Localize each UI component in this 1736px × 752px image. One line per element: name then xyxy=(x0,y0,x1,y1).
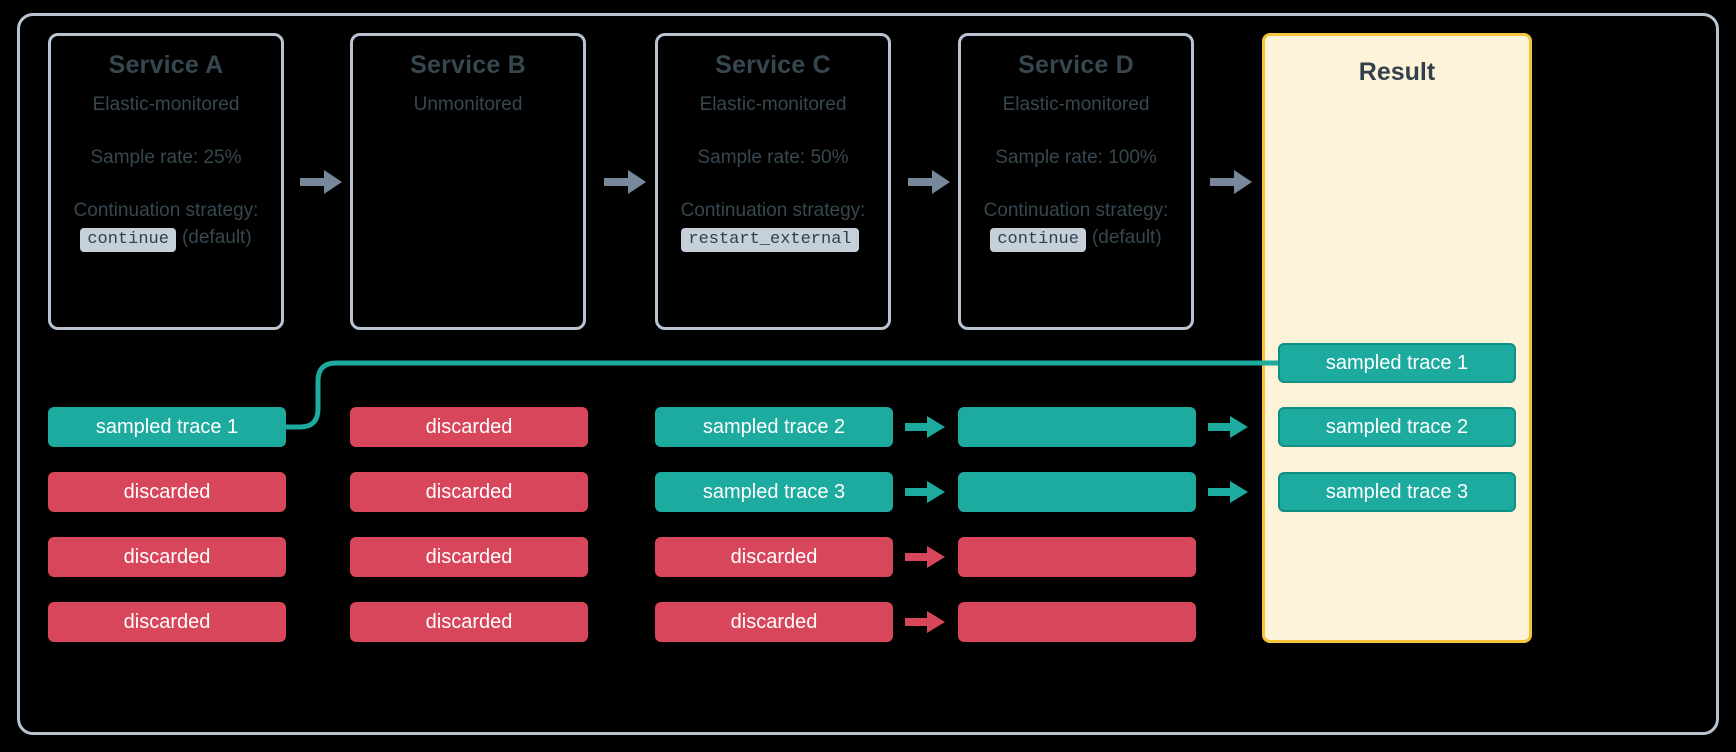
service-d-continuation-note: (default) xyxy=(1091,226,1162,248)
service-box-b: Service B Unmonitored xyxy=(350,33,586,330)
service-box-a: Service A Elastic-monitored Sample rate:… xyxy=(48,33,284,330)
service-c-continuation-badge: restart_external xyxy=(681,227,859,252)
result-box xyxy=(1262,33,1532,643)
service-c-monitoring: Elastic-monitored xyxy=(699,94,847,116)
trace-pill-b-3: discarded xyxy=(350,537,588,577)
service-d-continuation-value-row: continue(default) xyxy=(961,226,1191,252)
service-b-title: Service B xyxy=(410,51,526,79)
service-a-sample-rate: Sample rate: 25% xyxy=(90,147,242,169)
result-trace-2: sampled trace 2 xyxy=(1278,407,1516,447)
service-d-sample-rate: Sample rate: 100% xyxy=(995,147,1157,169)
service-a-title: Service A xyxy=(108,51,224,79)
service-c-continuation-label: Continuation strategy: xyxy=(680,199,866,221)
result-trace-1: sampled trace 1 xyxy=(1278,343,1516,383)
service-box-d: Service D Elastic-monitored Sample rate:… xyxy=(958,33,1194,330)
service-a-continuation-label: Continuation strategy: xyxy=(73,199,259,221)
trace-pill-d-4 xyxy=(958,602,1196,642)
trace-pill-b-2: discarded xyxy=(350,472,588,512)
service-c-continuation-value-row: restart_external xyxy=(658,226,888,252)
service-box-c: Service C Elastic-monitored Sample rate:… xyxy=(655,33,891,330)
result-trace-3: sampled trace 3 xyxy=(1278,472,1516,512)
trace-pill-a-3: discarded xyxy=(48,537,286,577)
flow-arrow-d-to-result-icon xyxy=(1210,170,1252,194)
service-d-title: Service D xyxy=(1018,51,1134,79)
service-d-continuation-badge: continue xyxy=(990,227,1086,252)
service-a-monitoring: Elastic-monitored xyxy=(92,94,240,116)
flow-arrow-c-to-d-icon xyxy=(908,170,950,194)
flow-arrow-b-to-c-icon xyxy=(604,170,646,194)
trace-pill-a-1: sampled trace 1 xyxy=(48,407,286,447)
service-b-monitoring: Unmonitored xyxy=(413,94,523,116)
service-a-continuation-note: (default) xyxy=(181,226,252,248)
row-arrow-d2-to-result-icon xyxy=(1208,481,1248,503)
service-c-sample-rate: Sample rate: 50% xyxy=(697,147,849,169)
trace-pill-c-2: sampled trace 3 xyxy=(655,472,893,512)
service-d-continuation-label: Continuation strategy: xyxy=(983,199,1169,221)
row-arrow-c1-to-d1-icon xyxy=(905,416,945,438)
trace-pill-c-4: discarded xyxy=(655,602,893,642)
service-a-continuation-badge: continue xyxy=(80,227,176,252)
row-arrow-c2-to-d2-icon xyxy=(905,481,945,503)
trace-pill-d-1 xyxy=(958,407,1196,447)
result-title: Result xyxy=(1358,58,1436,86)
service-c-title: Service C xyxy=(715,51,831,79)
service-d-monitoring: Elastic-monitored xyxy=(1002,94,1150,116)
trace-pill-a-4: discarded xyxy=(48,602,286,642)
row-arrow-c4-to-d4-icon xyxy=(905,611,945,633)
trace-pill-b-1: discarded xyxy=(350,407,588,447)
row-arrow-d1-to-result-icon xyxy=(1208,416,1248,438)
trace-pill-a-2: discarded xyxy=(48,472,286,512)
flow-arrow-a-to-b-icon xyxy=(300,170,342,194)
row-arrow-c3-to-d3-icon xyxy=(905,546,945,568)
trace-pill-c-1: sampled trace 2 xyxy=(655,407,893,447)
trace-pill-c-3: discarded xyxy=(655,537,893,577)
trace-pill-b-4: discarded xyxy=(350,602,588,642)
service-a-continuation-value-row: continue(default) xyxy=(51,226,281,252)
trace-pill-d-2 xyxy=(958,472,1196,512)
trace-pill-d-3 xyxy=(958,537,1196,577)
